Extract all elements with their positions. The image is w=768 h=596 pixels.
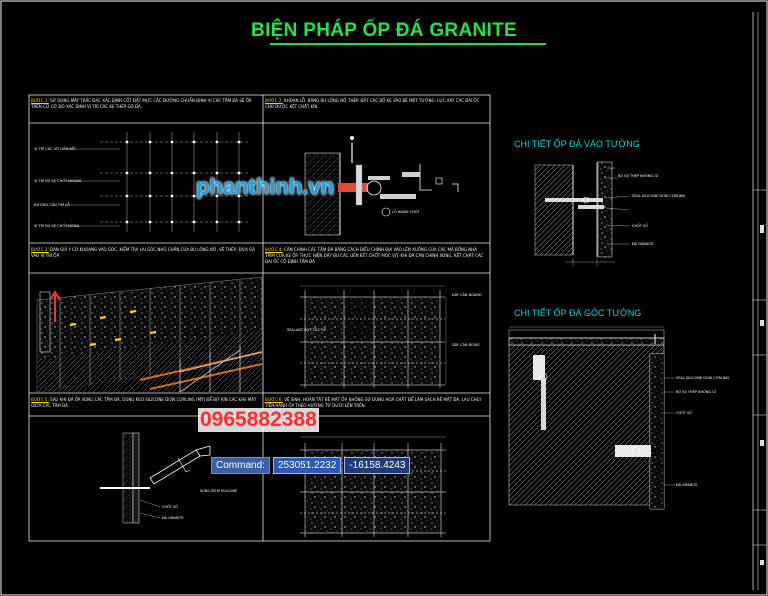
callout-horizontal-brackets: VỊ TRÍ BỘ KẸ CHỐT NGANG xyxy=(34,179,82,183)
callout-pin-2: CHỐT SỐ xyxy=(632,224,649,228)
wall-detail-drawing xyxy=(534,161,631,266)
phone-number: 0965882388 xyxy=(198,408,319,432)
step-5-body: SAU KHI ĐÃ ỐP XONG CÁC TẤM ĐÁ, DÙNG KEO … xyxy=(31,397,257,408)
callout-hole-line: ĐƯỜNG CĂN TIM LỖ xyxy=(34,203,70,207)
title-block xyxy=(752,12,766,590)
command-label: Command: xyxy=(211,457,270,474)
anchor-dot xyxy=(215,171,219,175)
callout-steel-bracket-2: BỘ KẸ THÉP KHÔNG GỈ xyxy=(676,390,716,394)
step-6-body: VỆ SINH, HOÀN TẤT BỀ MẶT ỐP. KHÔNG SỬ DỤ… xyxy=(265,397,481,408)
coordinate-y-input[interactable]: -16158.4243 xyxy=(344,457,411,474)
corner-detail-title: CHI TIẾT ỐP ĐÁ GÓC TƯỜNG xyxy=(514,308,642,318)
step-4-body: CĂN CHỈNH CÁC TẤM ĐÁ BẰNG CÁCH ĐIỀU CHỈN… xyxy=(265,247,484,264)
coordinate-x-input[interactable]: 253051.2232 xyxy=(272,457,342,474)
panel3-scaffolding xyxy=(36,276,263,393)
anchor-dot xyxy=(237,171,241,175)
callout-vertical-brackets: VỊ TRÍ BỘ KẸ CHỐT ĐỨNG xyxy=(34,224,80,228)
panel1-anchor-dots xyxy=(125,140,241,224)
anchor-dot xyxy=(192,194,196,198)
callout-pin-slot: LỖ NGÀM CHỐT xyxy=(392,210,420,214)
anchor-dot xyxy=(192,171,196,175)
callout-steel-bracket-1: BỘ KẸ THÉP KHÔNG GỈ xyxy=(618,174,658,178)
page-title: BIỆN PHÁP ỐP ĐÁ GRANITE xyxy=(251,20,517,41)
callout-granite-1: ĐÁ GRANITE xyxy=(162,516,184,520)
anchor-dot xyxy=(237,194,241,198)
anchor-dot xyxy=(125,220,129,224)
step-1-body: SỬ DỤNG MÁY TRẮC ĐẠC XÁC ĐỊNH CỐT ĐẶT MỰ… xyxy=(31,98,252,109)
anchor-dot xyxy=(237,140,241,144)
panel1-anchor-grid xyxy=(65,132,250,232)
callout-silicone-2: SEAL SILICONE DOW CORLING xyxy=(676,376,730,380)
callout-pin-3: CHỐT SỐ xyxy=(676,411,693,415)
step-2-text: BƯỚC 2: KHOAN LỖ, BẮNG BU LÔNG NỞ THÉP. … xyxy=(265,98,485,110)
anchor-dot xyxy=(170,140,174,144)
anchor-dot xyxy=(215,220,219,224)
step-4-text: BƯỚC 4: CĂN CHỈNH CÁC TẤM ĐÁ BẰNG CÁCH Đ… xyxy=(265,247,485,265)
anchor-dot xyxy=(148,194,152,198)
anchor-dot xyxy=(170,171,174,175)
step-6-text: BƯỚC 6: VỆ SINH, HOÀN TẤT BỀ MẶT ỐP. KHÔ… xyxy=(265,397,485,409)
step-3-tag: BƯỚC 3: xyxy=(31,247,49,252)
anchor-dot xyxy=(148,220,152,224)
anchor-dot xyxy=(125,194,129,198)
anchor-dot xyxy=(192,220,196,224)
step-5-tag: BƯỚC 5: xyxy=(31,397,49,402)
panel4-stone-alignment xyxy=(300,285,447,388)
anchor-dot xyxy=(170,194,174,198)
step-2-body: KHOAN LỖ, BẮNG BU LÔNG NỞ THÉP. ĐẶT CÁC … xyxy=(265,98,480,109)
anchor-dot xyxy=(215,194,219,198)
step-1-text: BƯỚC 1: SỬ DỤNG MÁY TRẮC ĐẠC XÁC ĐỊNH CỐ… xyxy=(31,98,259,110)
step-2-tag: BƯỚC 2: xyxy=(265,98,283,103)
corner-detail-drawing xyxy=(508,326,675,510)
callout-horizontal-string: DÂY CĂN NGANG xyxy=(452,293,482,297)
panel5-sealant-detail xyxy=(100,432,211,524)
command-line[interactable]: Command: 253051.2232 -16158.4243 xyxy=(211,457,411,474)
step-4-tag: BƯỚC 4: xyxy=(265,247,283,252)
anchor-dot xyxy=(170,220,174,224)
anchor-dot xyxy=(125,171,129,175)
callout-pin-1: CHỐT SỐ xyxy=(162,505,179,509)
step-3-text: BƯỚC 3: DÀN GIÁ Y CỬ KHOANG VÀO GÓC. KIỂ… xyxy=(31,247,259,259)
steps-grid xyxy=(28,94,491,542)
step-6-tag: BƯỚC 6: xyxy=(265,397,283,402)
anchor-dot xyxy=(125,140,129,144)
anchor-dot xyxy=(148,171,152,175)
panel2-bolt-detail xyxy=(304,136,459,236)
panel6-finished-surface xyxy=(300,436,446,537)
callout-granite-2: ĐÁ GRANITE xyxy=(632,242,654,246)
callout-granite-3: ĐÁ GRANITE xyxy=(676,483,698,487)
title-underline xyxy=(270,43,546,45)
step-5-text: BƯỚC 5: SAU KHI ĐÃ ỐP XONG CÁC TẤM ĐÁ, D… xyxy=(31,397,259,409)
callout-anchor-screws: VỊ TRÍ CÁC VÍT LIÊN KẾT xyxy=(34,147,76,151)
watermark-text: phanthinh.vn xyxy=(196,174,335,199)
callout-silicone-1: SEAL SILICONE DOW CORLING xyxy=(632,194,686,198)
callout-sealant: SEALANT BỌT TỨC ỐP xyxy=(287,328,327,332)
anchor-dot xyxy=(215,140,219,144)
wall-detail-title: CHI TIẾT ỐP ĐÁ VÀO TƯỜNG xyxy=(514,139,640,149)
step-3-body: DÀN GIÁ Y CỬ KHOANG VÀO GÓC. KIỂM TRA LẠ… xyxy=(31,247,255,258)
anchor-dot xyxy=(237,220,241,224)
callout-sealant-gun: SÚNG BƠM SILICONE xyxy=(200,489,238,493)
step-1-tag: BƯỚC 1: xyxy=(31,98,49,103)
anchor-dot xyxy=(148,140,152,144)
callout-vertical-string: DÂY CĂN ĐỨNG xyxy=(452,343,480,347)
anchor-dot xyxy=(192,140,196,144)
